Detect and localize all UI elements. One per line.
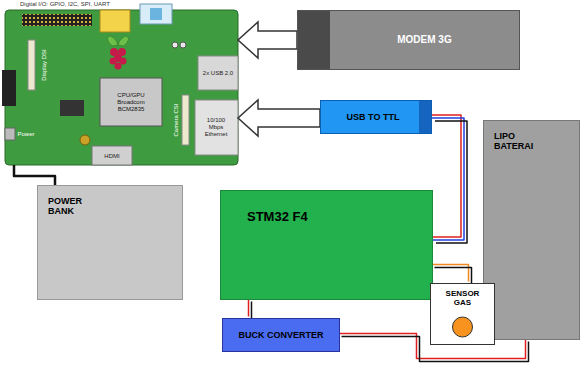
power-port [5,128,15,140]
buck-converter-box: BUCK CONVERTER [222,318,340,352]
audio-jack-socket [150,8,162,20]
node-title: USB TO TTL [347,112,400,122]
node-title: STM32 F4 [247,210,308,225]
ethernet-port [195,100,238,155]
wire [435,121,467,243]
hollow-arrow [238,100,320,136]
csi-connector [182,95,189,145]
wire [435,268,472,285]
modem-box: MODEM 3G [297,10,520,70]
node-title: MODEM 3G [397,34,451,46]
wire-bundle [14,165,55,185]
wire-bundle [249,299,252,320]
signal-arrow [238,22,297,58]
logo-leaves [107,36,128,46]
node-title: SENSOR GAS [438,289,488,307]
node-title: LIPO BATERAI [494,131,544,152]
component-label: Power [17,131,34,138]
gpio-header [22,14,92,26]
pcb-board [5,10,238,165]
component-label: 10/100 Mbps Ethernet [199,117,233,138]
wire-bundle [429,115,467,243]
gas-sensor-box: SENSOR GAS [430,283,495,345]
wire [432,118,464,240]
power-bank-box: POWER BANK [37,185,183,300]
mcu-board-box: STM32 F4 [220,190,433,300]
component-label: Display DSI [41,49,48,80]
wire [429,115,461,237]
side-connector [2,70,16,106]
wire-bundle [432,265,472,285]
node-title: POWER BANK [48,196,98,217]
ic-chip [60,100,84,116]
raspberry-pi-board: Display DSI CPU/GPU Broadcom BCM2835Camer… [5,10,238,165]
status-led [180,42,186,48]
component-label: Camera CSI [173,103,180,136]
dsi-connector [28,40,35,90]
cpu-chip [100,78,162,126]
component-label: CPU/GPU Broadcom BCM2835 [104,92,158,113]
wire [14,165,55,185]
port-label: Digital I/O: GPIO, I2C, SPI, UART [20,1,110,8]
signal-arrow [238,100,320,136]
capacitor [80,135,90,145]
audio-jack [140,4,172,24]
usb-ttl-box: USB TO TTL [320,100,432,134]
sensor-dome [453,317,473,337]
component-label: HDMI [104,153,119,160]
wire [248,299,250,317]
component-label: 2x USB 2.0 [201,70,235,77]
lipo-battery-box: LIPO BATERAI [483,120,580,340]
logo-berry [115,63,122,70]
wire [251,302,253,320]
node-title: BUCK CONVERTER [238,330,323,340]
gpio-pins [22,14,92,26]
logo-berry [120,58,127,65]
logo-berry [110,58,117,65]
status-led [172,42,178,48]
hollow-arrow [238,22,297,58]
rca-connector [100,10,130,32]
usb-ports [198,56,238,90]
hdmi-port [92,146,132,165]
